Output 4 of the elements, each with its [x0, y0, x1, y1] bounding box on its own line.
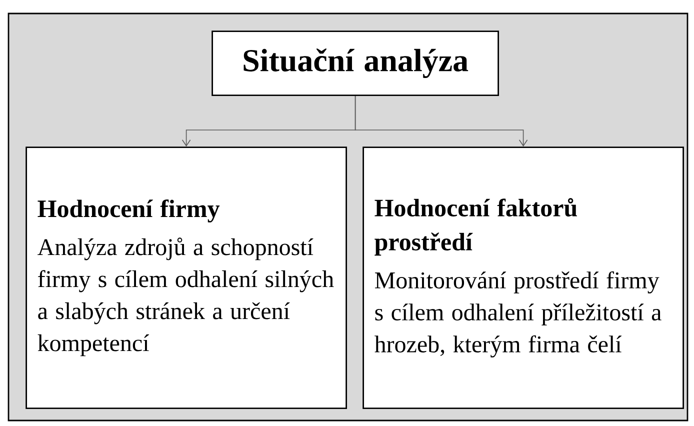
content-box: Hodnocení faktorů prostředí Monitorování prostředí firmy s cílem odhalení příležitostí a hrozeb, kterým firma čelí: [362, 146, 684, 409]
title-box: Situační analýza: [212, 30, 499, 96]
content-box: Hodnocení firmy Analýza zdrojů a schopností firmy s cílem odhalení silných a slabých stránek a určení kompetencí: [26, 146, 347, 409]
arrow: [354, 96, 528, 147]
